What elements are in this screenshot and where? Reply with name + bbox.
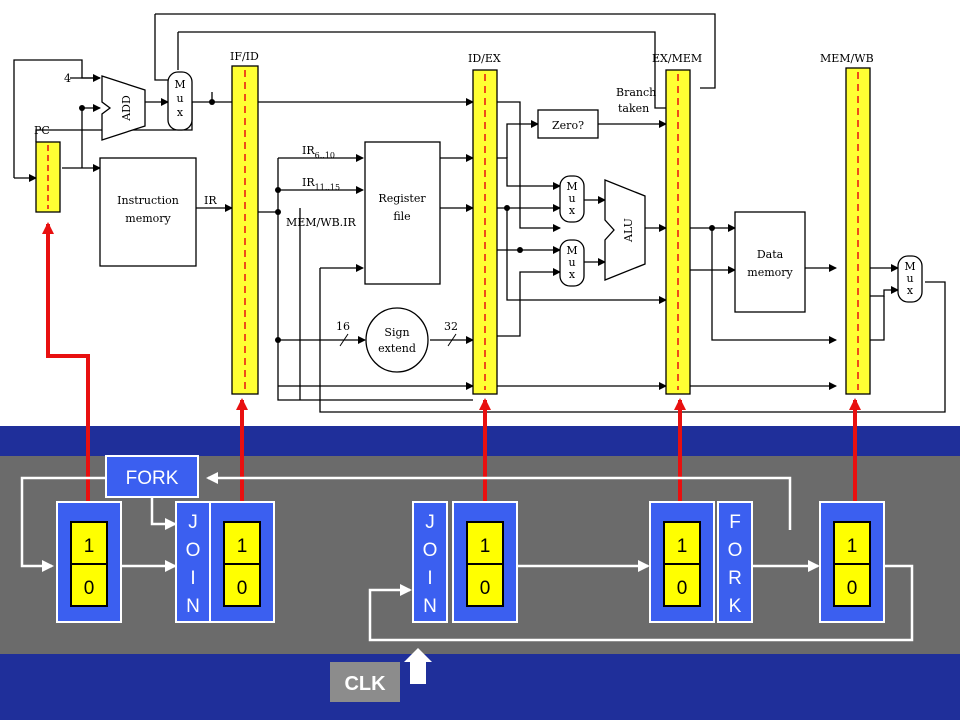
add-label: ADD <box>120 95 133 122</box>
svg-text:1: 1 <box>847 536 858 557</box>
latch-if-id: IF/ID <box>230 50 259 395</box>
svg-text:Zero?: Zero? <box>552 119 584 132</box>
svg-text:0: 0 <box>84 578 95 599</box>
svg-text:O: O <box>186 540 201 561</box>
stage-5-cell: 1 0 <box>819 501 885 623</box>
svg-text:0: 0 <box>237 578 248 599</box>
register-file: Register file <box>364 141 441 285</box>
latch-id-ex: ID/EX <box>468 52 501 395</box>
stage-3-cell: 1 0 <box>452 501 518 623</box>
svg-text:J: J <box>188 512 198 533</box>
svg-text:Instruction: Instruction <box>117 194 179 207</box>
fork-cell: F O R K <box>717 501 753 623</box>
id-ex-label: ID/EX <box>468 52 501 65</box>
svg-text:M: M <box>174 78 185 91</box>
mux-wb: M u x <box>897 255 923 303</box>
ex-mem-label: EX/MEM <box>652 52 702 65</box>
svg-text:1: 1 <box>480 536 491 557</box>
ir-6-10-label: IR6..10 <box>302 144 335 160</box>
stage-4-cell: 1 0 <box>649 501 715 623</box>
svg-text:M: M <box>566 244 577 257</box>
mux-ex-upper: M u x <box>559 175 585 223</box>
svg-text:file: file <box>393 210 410 223</box>
svg-text:ALU: ALU <box>622 218 635 243</box>
join-cell-2: J O I N <box>412 501 448 623</box>
add-block: ADD <box>101 75 146 141</box>
svg-text:0: 0 <box>847 578 858 599</box>
datapath-wires <box>13 13 946 413</box>
sixteen-label: 16 <box>336 320 350 333</box>
if-id-label: IF/ID <box>230 50 259 63</box>
latch-ex-mem: EX/MEM <box>652 52 702 395</box>
svg-text:x: x <box>569 268 576 281</box>
zero-test: Zero? <box>537 109 599 139</box>
svg-text:J: J <box>425 512 435 533</box>
stage-1-cell: 1 0 <box>56 501 122 623</box>
fork-box: FORK <box>105 455 199 498</box>
svg-text:R: R <box>728 568 742 589</box>
svg-text:CLK: CLK <box>344 673 386 695</box>
svg-text:extend: extend <box>378 342 416 355</box>
top-blue-band <box>0 426 960 456</box>
alu-block: ALU <box>604 179 646 281</box>
svg-text:u: u <box>176 92 183 105</box>
wire-junctions <box>79 99 715 343</box>
mux-if: M u x <box>167 71 193 131</box>
mem-wb-label: MEM/WB <box>820 52 874 65</box>
four-label: 4 <box>64 72 71 85</box>
thirtytwo-label: 32 <box>444 320 458 333</box>
svg-text:Register: Register <box>378 192 426 205</box>
svg-text:K: K <box>729 596 742 617</box>
svg-text:x: x <box>177 106 184 119</box>
clk-arrow <box>404 648 432 684</box>
svg-text:Data: Data <box>757 248 784 261</box>
svg-text:M: M <box>566 180 577 193</box>
svg-text:I: I <box>427 568 432 589</box>
svg-text:M: M <box>904 260 915 273</box>
instruction-memory: Instruction memory <box>99 157 197 267</box>
latch-mem-wb: MEM/WB <box>820 52 874 395</box>
svg-text:x: x <box>907 284 914 297</box>
svg-text:u: u <box>568 192 575 205</box>
svg-text:memory: memory <box>125 212 171 225</box>
svg-text:O: O <box>728 540 743 561</box>
pc-register: PC <box>34 124 61 213</box>
svg-text:1: 1 <box>237 536 248 557</box>
mux-ex-lower: M u x <box>559 239 585 287</box>
pc-label: PC <box>34 124 50 137</box>
memwb-ir-label: MEM/WB.IR <box>286 216 356 229</box>
svg-text:0: 0 <box>677 578 688 599</box>
clk-label: CLK <box>330 662 400 702</box>
control-wires <box>20 472 914 642</box>
bottom-blue-band <box>0 654 960 720</box>
svg-text:FORK: FORK <box>126 468 179 489</box>
enable-lines <box>42 222 861 502</box>
data-memory: Data memory <box>734 211 806 313</box>
svg-text:I: I <box>190 568 195 589</box>
svg-text:1: 1 <box>677 536 688 557</box>
svg-text:N: N <box>423 596 437 617</box>
svg-text:O: O <box>423 540 438 561</box>
svg-text:u: u <box>906 272 913 285</box>
svg-text:x: x <box>569 204 576 217</box>
svg-text:N: N <box>186 596 200 617</box>
svg-text:memory: memory <box>747 266 793 279</box>
svg-text:u: u <box>568 256 575 269</box>
svg-text:F: F <box>729 512 741 533</box>
svg-text:1: 1 <box>84 536 95 557</box>
sign-extend: Sign extend <box>365 307 429 373</box>
stage-2-cell: 1 0 <box>209 501 275 623</box>
ir-11-15-label: IR11..15 <box>302 176 340 192</box>
svg-text:Sign: Sign <box>384 326 409 339</box>
join-cell-1: J O I N <box>175 501 211 623</box>
svg-text:0: 0 <box>480 578 491 599</box>
ir-label: IR <box>204 194 217 207</box>
